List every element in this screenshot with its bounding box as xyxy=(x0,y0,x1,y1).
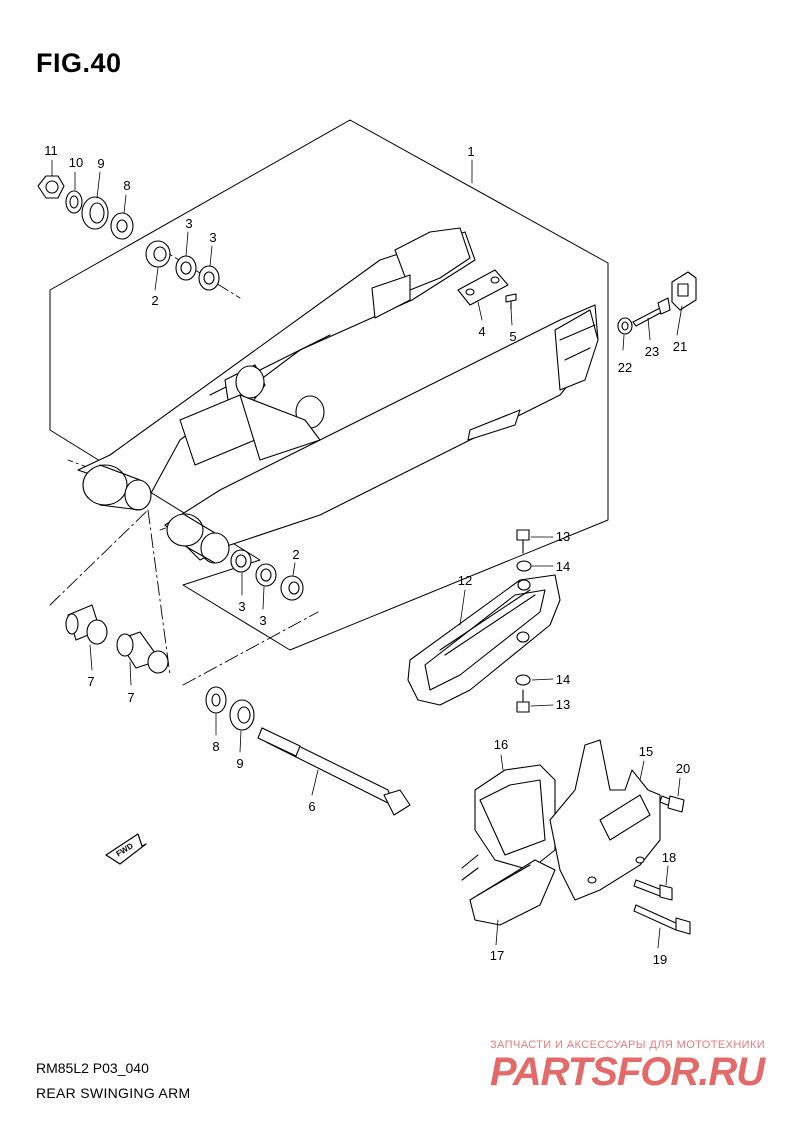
callout-3-upper-a: 3 xyxy=(185,216,192,231)
callout-8: 8 xyxy=(123,178,130,193)
callout-3-lower-a: 3 xyxy=(238,599,245,614)
figure-title: FIG.40 xyxy=(36,48,122,78)
part-5-screw xyxy=(505,293,517,310)
callout-13-top: 13 xyxy=(556,529,570,544)
part-15-chain-guide xyxy=(549,739,661,901)
callout-7-a: 7 xyxy=(87,674,94,689)
callout-5: 5 xyxy=(509,329,516,344)
part-19-bolt xyxy=(633,904,691,935)
part-8-washer xyxy=(110,212,134,240)
part-13-bolt-top xyxy=(516,529,530,554)
part-2-collar-lower xyxy=(280,575,304,601)
callout-9: 9 xyxy=(97,156,104,171)
part-10-washer xyxy=(65,190,83,214)
callout-2-lower: 2 xyxy=(292,547,299,562)
callout-19: 19 xyxy=(653,952,667,967)
callout-3-upper-b: 3 xyxy=(209,230,216,245)
part-12-chain-slider xyxy=(407,574,561,706)
part-23-adjuster-bolt xyxy=(632,297,671,327)
part-9-spacer-lower xyxy=(229,699,255,731)
callout-10: 10 xyxy=(69,155,83,170)
part-3-bearing-lower-a xyxy=(230,549,252,573)
callout-23: 23 xyxy=(645,344,659,359)
part-14-collar-bottom xyxy=(515,674,531,686)
part-3-bearing-upper-b xyxy=(198,265,220,291)
callout-11: 11 xyxy=(44,143,58,158)
callout-8-lower: 8 xyxy=(212,739,219,754)
part-17-guide-plate xyxy=(469,859,556,926)
part-11-nut xyxy=(37,175,65,199)
callout-15: 15 xyxy=(639,744,653,759)
callout-leader-lines xyxy=(51,159,683,949)
callout-13-bottom: 13 xyxy=(556,697,570,712)
part-9-spacer xyxy=(81,196,109,230)
figure-code: RM85L2 P03_040 xyxy=(36,1060,149,1076)
part-7-bushing-a xyxy=(65,604,108,645)
callout-14-bottom: 14 xyxy=(556,672,570,687)
part-20-bolt xyxy=(659,795,685,813)
callout-17: 17 xyxy=(490,948,504,963)
callout-22: 22 xyxy=(618,360,632,375)
callout-21: 21 xyxy=(673,339,687,354)
part-6-pivot-shaft xyxy=(257,727,411,816)
watermark-tagline: ЗАПЧАСТИ И АКСЕССУАРЫ ДЛЯ МОТОТЕХНИКИ xyxy=(490,1039,766,1051)
part-3-bearing-upper-a xyxy=(175,255,197,281)
callout-2-upper: 2 xyxy=(151,293,158,308)
watermark-brand[interactable]: PARTSFOR.RU xyxy=(490,1050,765,1094)
part-21-adjuster-block xyxy=(671,271,697,311)
part-22-nut xyxy=(617,317,633,335)
figure-caption: REAR SWINGING ARM xyxy=(36,1085,191,1101)
callout-9-lower: 9 xyxy=(236,756,243,771)
part-8-washer-lower xyxy=(205,686,227,714)
callout-7-b: 7 xyxy=(127,690,134,705)
part-7-bushing-b xyxy=(116,631,169,674)
assembly-leader-lines xyxy=(49,244,319,686)
callout-4: 4 xyxy=(478,324,485,339)
swingarm-body xyxy=(77,227,599,564)
part-2-collar-upper xyxy=(145,240,171,268)
part-4-chain-guide-plate xyxy=(457,269,509,306)
callout-18: 18 xyxy=(662,850,676,865)
callout-6: 6 xyxy=(308,799,315,814)
callout-12: 12 xyxy=(458,573,472,588)
fwd-arrow-icon xyxy=(105,833,147,865)
part-13-bolt-bottom xyxy=(516,689,530,713)
callout-14-top: 14 xyxy=(556,559,570,574)
callout-3-lower-b: 3 xyxy=(259,613,266,628)
callout-1: 1 xyxy=(467,144,474,159)
callout-16: 16 xyxy=(494,737,508,752)
part-18-bolt xyxy=(633,879,673,901)
part-14-collar-top xyxy=(516,560,532,572)
part-16-guide-bracket xyxy=(461,764,556,881)
callout-20: 20 xyxy=(676,761,690,776)
part-3-bearing-lower-b xyxy=(255,563,277,587)
